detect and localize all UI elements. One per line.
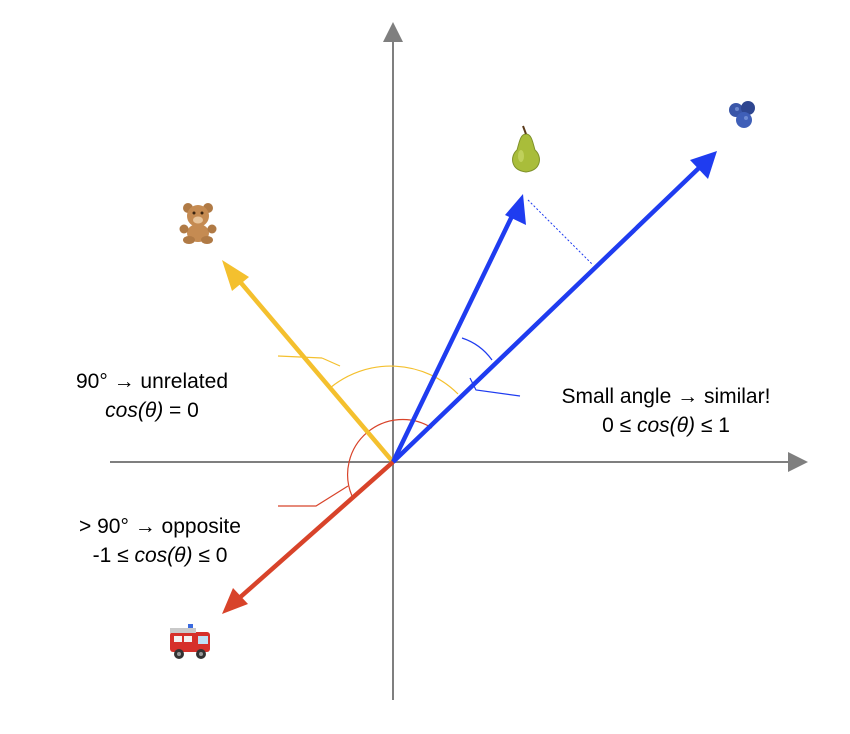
similar-cos: cos(θ)	[637, 414, 695, 437]
similar-upper: ≤ 1	[695, 414, 730, 437]
opposite-lower: -1 ≤	[93, 544, 135, 567]
blueberry-vector-arrowhead	[690, 151, 717, 179]
opposite-title: > 90° → opposite	[79, 515, 241, 538]
teddy-bear-icon	[179, 203, 217, 244]
y-axis-arrowhead	[383, 22, 403, 42]
fire-engine-vector	[235, 460, 395, 602]
unrelated-callout-line	[277, 355, 323, 359]
label-similar: Small angle → similar! 0 ≤ cos(θ) ≤ 1	[562, 385, 771, 437]
vectors	[222, 151, 717, 614]
pear-vector-arrowhead	[505, 194, 526, 225]
teddy-vector-arrowhead	[222, 260, 249, 291]
opposite-cos: cos(θ)	[134, 544, 192, 567]
similar-formula: 0 ≤ cos(θ) ≤ 1	[602, 414, 730, 437]
angle-arcs	[277, 337, 521, 507]
unrelated-formula: cos(θ) = 0	[105, 399, 199, 422]
similar-lower: 0 ≤	[602, 414, 637, 437]
opposite-callout-line	[278, 485, 349, 507]
similar-callout-line	[469, 377, 521, 397]
unrelated-title: 90° → unrelated	[76, 370, 228, 393]
pear-icon	[512, 125, 540, 173]
unrelated-value: = 0	[163, 399, 199, 422]
unrelated-cos: cos(θ)	[105, 399, 163, 422]
fire-engine-vector-arrowhead	[222, 588, 248, 614]
teddy-vector	[234, 275, 395, 464]
unrelated-callout-line-2	[321, 357, 341, 367]
x-axis-arrowhead	[788, 452, 808, 472]
arc-similar	[461, 337, 493, 361]
blueberries-icon	[729, 101, 755, 128]
opposite-upper: ≤ 0	[193, 544, 228, 567]
label-opposite: > 90° → opposite -1 ≤ cos(θ) ≤ 0	[79, 515, 241, 567]
pear-vector	[390, 211, 517, 463]
label-unrelated: 90° → unrelated cos(θ) = 0	[76, 370, 228, 422]
blueberry-vector	[391, 164, 703, 464]
projection-line	[527, 199, 593, 265]
arc-unrelated	[329, 365, 459, 395]
fire-engine-icon	[170, 624, 210, 659]
opposite-formula: -1 ≤ cos(θ) ≤ 0	[93, 544, 228, 567]
axes	[110, 22, 808, 700]
similar-title: Small angle → similar!	[562, 385, 771, 408]
